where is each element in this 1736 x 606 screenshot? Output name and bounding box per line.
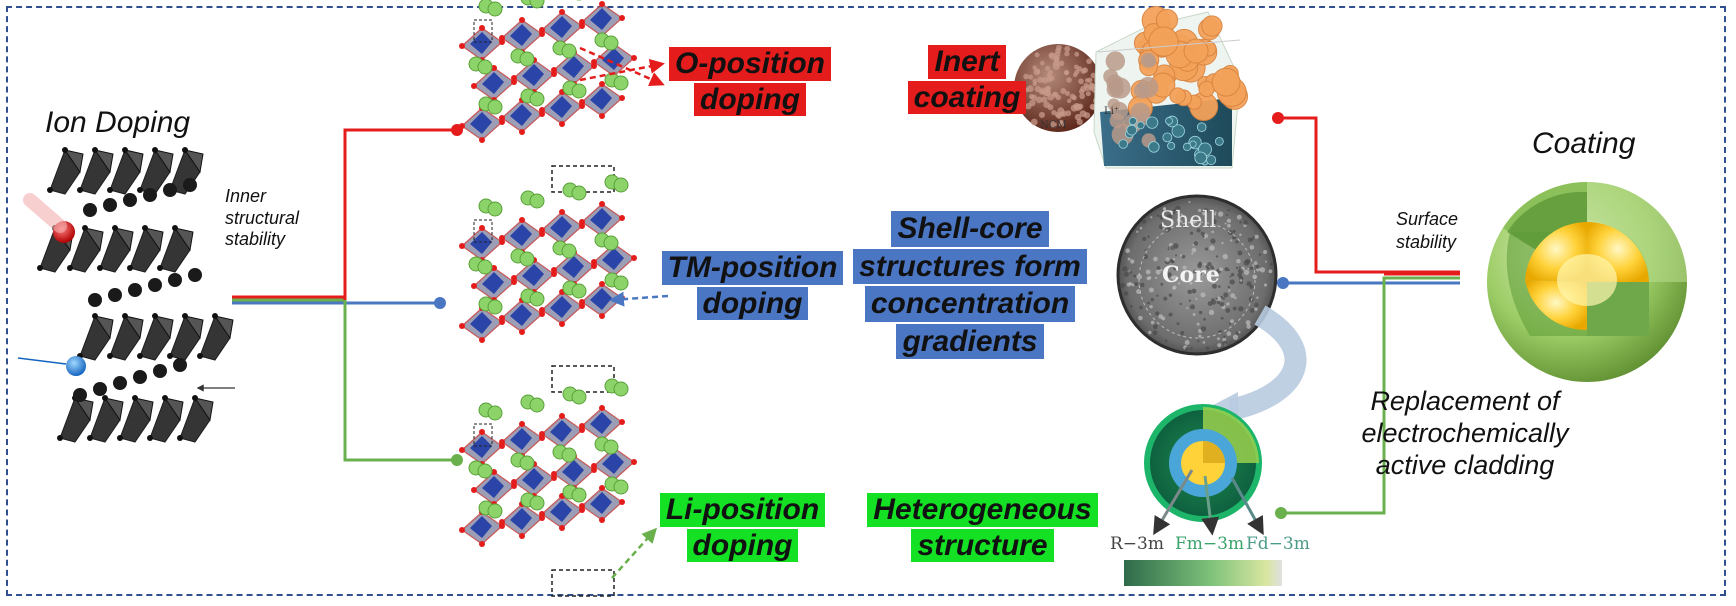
li-position-line1: Li-position bbox=[659, 493, 826, 527]
shell-line4: gradients bbox=[896, 323, 1044, 360]
shell-line1: Shell-core bbox=[891, 211, 1049, 247]
crystal-structures bbox=[459, 0, 637, 597]
blue-node bbox=[434, 297, 446, 309]
green-node bbox=[451, 454, 463, 466]
tm-position-label: TM-position doping bbox=[640, 250, 865, 321]
shell-core-particle bbox=[1116, 194, 1278, 356]
surface-stability-label: Surface stability bbox=[1396, 209, 1459, 252]
core-label: Core bbox=[1162, 262, 1220, 288]
replacement-label: Replacement of electrochemically active … bbox=[1335, 386, 1595, 482]
inert-line1: Inert bbox=[928, 45, 1006, 79]
layered-structure-illustration bbox=[17, 147, 235, 443]
hetero-line2: structure bbox=[911, 528, 1054, 562]
replacement-line1: Replacement of bbox=[1370, 386, 1560, 416]
inner-stability-label: Inner structural stability bbox=[225, 186, 300, 250]
shell-label: Shell bbox=[1160, 208, 1217, 233]
dashed-frame bbox=[6, 6, 1726, 596]
shell-core-label: Shell-core structures form concentration… bbox=[840, 210, 1100, 360]
inert-coating-image bbox=[1014, 6, 1249, 169]
shell-line2: structures form bbox=[853, 248, 1087, 285]
coating-sphere bbox=[1487, 182, 1687, 382]
ncm-label: NCM bbox=[1040, 120, 1067, 131]
curved-arrow bbox=[1227, 305, 1307, 421]
li-ion-label: Li⁺ bbox=[1104, 106, 1120, 117]
o-doping-arrow-2 bbox=[579, 58, 665, 82]
shell-line3: concentration bbox=[864, 286, 1076, 322]
o-position-label: O-position doping bbox=[655, 46, 845, 117]
phase-fd3m: Fd−3m bbox=[1246, 534, 1310, 554]
o-doping-arrow bbox=[579, 46, 665, 87]
li-doping-arrow bbox=[611, 527, 658, 579]
tm-position-line1: TM-position bbox=[661, 251, 844, 285]
left-connectors bbox=[232, 124, 463, 466]
heterogeneous-particle bbox=[1124, 404, 1282, 586]
li-position-line2: doping bbox=[686, 528, 799, 562]
tm-position-line2: doping bbox=[696, 286, 809, 320]
phase-r3m: R−3m bbox=[1110, 534, 1164, 554]
li-position-label: Li-position doping bbox=[650, 492, 835, 563]
o-position-line1: O-position bbox=[669, 47, 831, 81]
heterogeneous-label: Heterogeneous structure bbox=[860, 492, 1105, 563]
hetero-line1: Heterogeneous bbox=[867, 493, 1098, 527]
replacement-line2: electrochemically bbox=[1361, 417, 1569, 448]
phase-fm3m: Fm−3m bbox=[1175, 534, 1245, 554]
coating-title: Coating bbox=[1532, 127, 1636, 160]
replacement-line3: active cladding bbox=[1375, 449, 1555, 480]
o-position-line2: doping bbox=[694, 82, 806, 116]
right-connectors bbox=[1272, 112, 1460, 519]
inert-line2: coating bbox=[907, 80, 1027, 114]
ion-doping-title: Ion Doping bbox=[45, 106, 191, 139]
inert-coating-label: Inert coating bbox=[902, 44, 1032, 115]
